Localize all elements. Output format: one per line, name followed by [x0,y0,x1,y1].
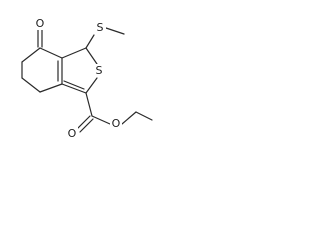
bond-c1-fusion-double [63,80,85,90]
atom-s-ring: S [93,64,105,77]
atom-o-keto: O [34,17,46,30]
bond-ch2-to-fusion-bottom [39,83,63,93]
bond-c1-to-fusion-bottom [61,83,87,94]
atom-s-ring-label: S [96,64,103,77]
bond-ester-c-to-o [91,115,111,125]
bond-carbonyl-c-to-ch2-top [21,47,41,63]
atom-o-keto-label: O [36,17,45,30]
atom-s-thioether: S [94,21,106,34]
bond-ester-carbonyl-a [76,115,91,130]
bond-fusion-top-to-carbonyl-c [39,47,63,59]
bond-c3-to-s-thioether [85,34,95,49]
atom-o-ester-label: O [112,117,121,130]
bond-ethyl-ch2-to-ch3 [135,111,153,121]
bond-c3-to-s-ring [85,47,98,65]
atom-o-ester: O [110,117,122,130]
bond-fusion-top-to-c3 [61,47,87,59]
structure-diagram: O S S O O [21,17,153,140]
bond-ch2-chain-2 [21,77,41,93]
bond-o-to-ethyl-ch2 [121,111,137,125]
atom-label-layer: O S S O O [34,17,122,140]
bond-c1-to-ester-c [85,92,93,117]
atom-s-thioether-label: S [97,21,104,34]
bond-ester-carbonyl-b [79,118,94,133]
atom-o-ester-carbonyl: O [66,127,78,140]
bond-s-thioether-to-methyl [105,27,125,35]
bond-s-ring-to-c1 [85,77,98,94]
atom-o-ester-carbonyl-label: O [68,127,77,140]
bond-layer [21,27,153,133]
